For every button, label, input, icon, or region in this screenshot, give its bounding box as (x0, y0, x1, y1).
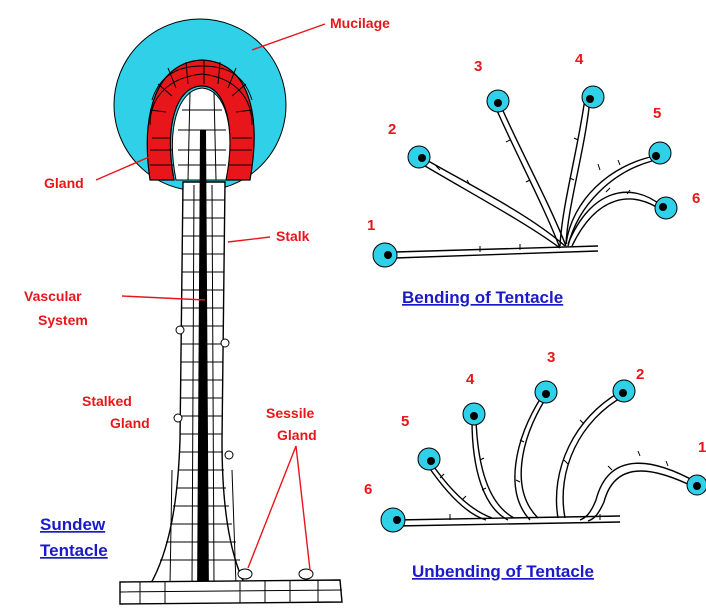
sessile-gland-label-line1: Sessile (266, 405, 314, 421)
unbending-caption: Unbending of Tentacle (412, 562, 594, 581)
vascular-system-label-line2: System (38, 312, 88, 328)
gland-label: Gland (44, 175, 84, 191)
sundew-tentacle-caption-line1: Sundew (40, 515, 106, 534)
unbending-number-6: 6 (364, 481, 372, 498)
bending-number-3: 3 (474, 58, 482, 75)
bending-number-1: 1 (367, 217, 375, 234)
bending-number-5: 5 (653, 105, 661, 122)
unbending-number-1: 1 (698, 439, 706, 456)
unbending-number-4: 4 (466, 371, 475, 388)
bending-drawing: 1 2 3 4 5 6 Bending of Tentacle (367, 51, 700, 307)
unbending-drawing: 1 2 3 4 5 6 Unbending of Tentacle (364, 349, 706, 581)
sundew-tentacle-drawing (114, 19, 342, 604)
bending-number-2: 2 (388, 121, 396, 138)
stalk-label: Stalk (276, 228, 310, 244)
mucilage-label: Mucilage (330, 15, 390, 31)
bending-number-4: 4 (575, 51, 584, 68)
stalked-gland-label-line1: Stalked (82, 393, 132, 409)
sessile-gland-label-line2: Gland (277, 427, 317, 443)
unbending-number-5: 5 (401, 413, 409, 430)
bending-number-6: 6 (692, 190, 700, 207)
bending-gland-heads (373, 86, 677, 267)
sundew-tentacle-caption-line2: Tentacle (40, 541, 108, 560)
unbending-gland-heads (381, 380, 706, 532)
vascular-system-label-line1: Vascular (24, 288, 82, 304)
unbending-number-2: 2 (636, 366, 644, 383)
bending-caption: Bending of Tentacle (402, 288, 563, 307)
stalked-gland-label-line2: Gland (110, 415, 150, 431)
bending-tentacles (420, 98, 664, 248)
unbending-number-3: 3 (547, 349, 555, 366)
